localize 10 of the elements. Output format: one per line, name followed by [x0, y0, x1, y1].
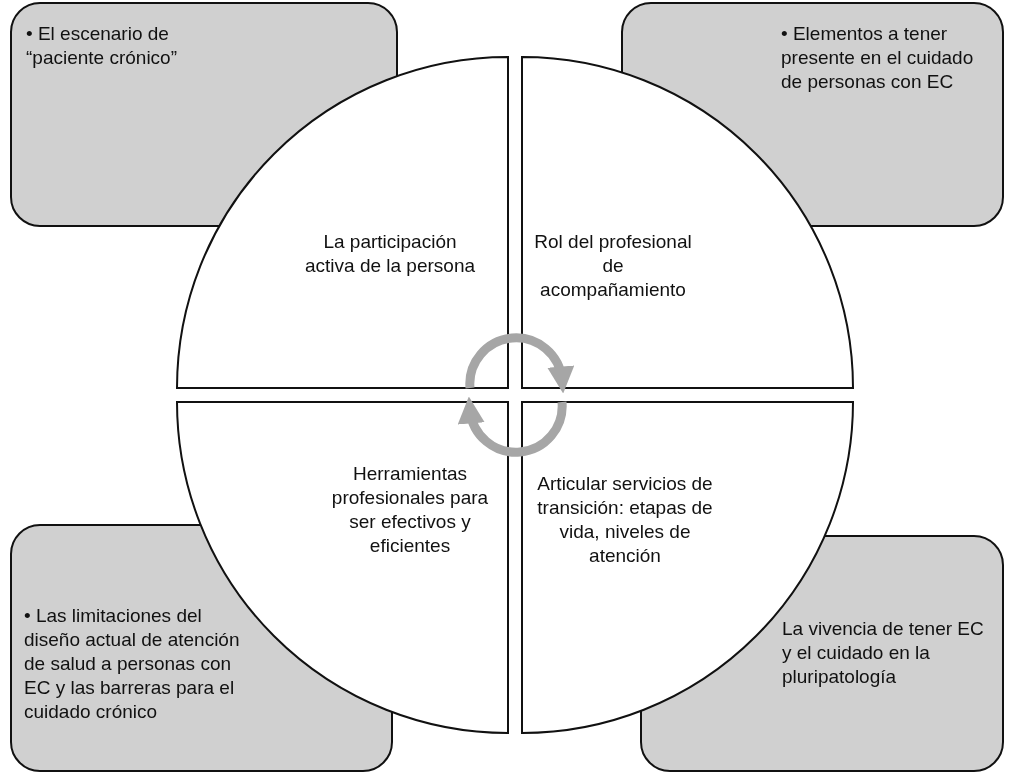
quadrant-text: La participación activa de la persona	[303, 230, 477, 278]
box-text: • Las limitaciones del diseño actual de atención de salud a personas con EC y las barreras para el cuidado crónico	[24, 604, 241, 724]
curved-arrow	[458, 396, 567, 457]
box-text: La vivencia de tener EC y el cuidado en la pluripatología	[782, 617, 985, 689]
quadrant-text: Rol del profesional de acompañamiento	[533, 230, 693, 302]
curved-arrow	[465, 333, 574, 394]
quadrant-text: Articular servicios de transición: etapas de vida, niveles de atención	[536, 472, 714, 568]
box-text: • El escenario de “paciente crónico”	[26, 22, 179, 70]
box-text: • Elementos a tener presente en el cuidado de personas con EC	[781, 22, 975, 94]
quadrant-text: Herramientas profesionales para ser efectivos y eficientes	[330, 462, 490, 558]
